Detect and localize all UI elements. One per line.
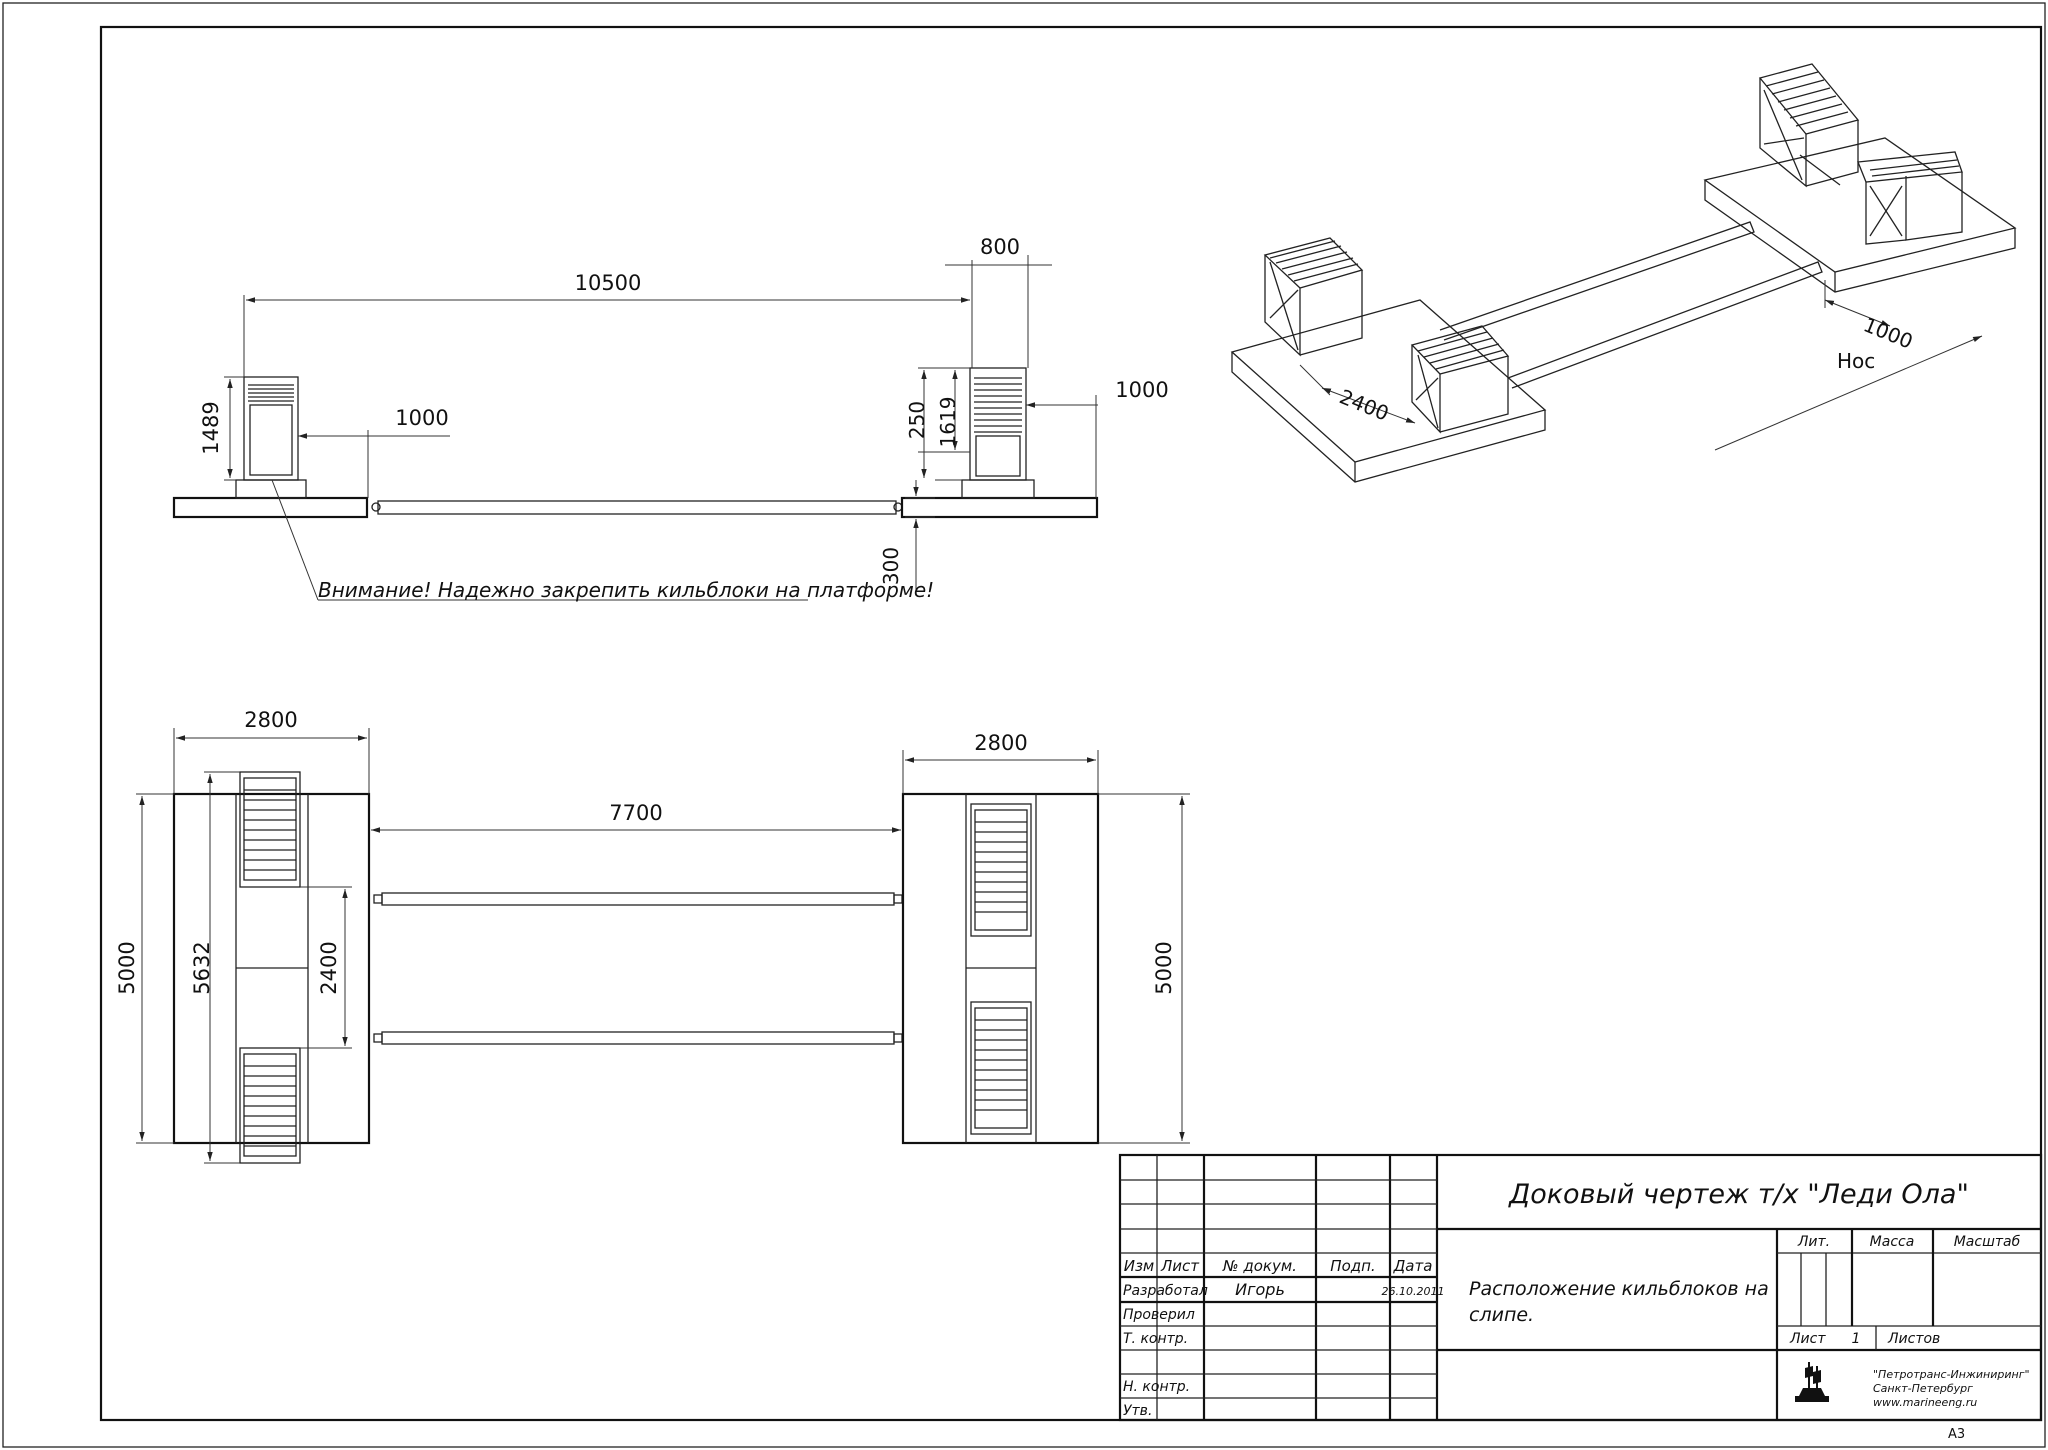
hdr-scale: Масштаб — [1954, 1234, 2021, 1250]
paper-format: А3 — [1948, 1427, 1965, 1442]
drawing-subtitle-line2: слипе. — [1469, 1304, 1534, 1326]
dim-block-span: 5632 — [190, 941, 214, 994]
right-top-block-plan — [970, 803, 1032, 937]
drawing-subtitle-line1: Расположение кильблоков на — [1469, 1278, 1769, 1300]
company-line3: www.marineeng.ru — [1873, 1396, 1977, 1409]
company-line2: Санкт-Петербург — [1873, 1382, 1973, 1395]
iso-dim-front: 1000 — [1860, 312, 1916, 353]
dim-left-width: 2800 — [244, 708, 297, 732]
sheet-label: Лист — [1789, 1331, 1826, 1347]
right-platform-plan — [901, 792, 1100, 1145]
role-n-control: Н. контр. — [1123, 1379, 1190, 1395]
sheets-label: Листов — [1887, 1331, 1940, 1347]
warning-note: Внимание! Надежно закрепить кильблоки на… — [318, 578, 934, 602]
role-t-control: Т. контр. — [1123, 1331, 1188, 1347]
side-beam — [377, 500, 897, 515]
dim-left-block-height: 1489 — [199, 401, 223, 454]
dim-left-gap: 1000 — [395, 406, 448, 430]
dim-right-height: 1619 — [936, 397, 960, 448]
plan-beam-bottom — [381, 1031, 895, 1045]
right-block-side — [969, 367, 1027, 481]
developer-date: 26.10.2011 — [1382, 1285, 1445, 1298]
role-approved: Утв. — [1123, 1403, 1152, 1419]
dim-beam-length: 7700 — [609, 801, 662, 825]
developer-name: Игорь — [1235, 1280, 1285, 1299]
title-block: Изм Лист № докум. Подп. Дата Разработал … — [1118, 1153, 2043, 1442]
role-developed: Разработал — [1123, 1283, 1208, 1299]
iso-left-platform — [1230, 299, 1547, 463]
dim-right-width: 2800 — [974, 731, 1027, 755]
iso-right-platform — [1703, 137, 2017, 273]
plan-view: 2800 2800 7700 5000 5632 2400 5000 — [115, 708, 1190, 1164]
note-leader — [271, 479, 319, 601]
dim-right-top: 250 — [905, 401, 929, 439]
dim-right-gap: 1000 — [1115, 378, 1168, 402]
right-bottom-block-plan — [970, 1001, 1032, 1135]
left-top-block-plan — [239, 771, 301, 888]
right-block-base — [961, 479, 1035, 499]
side-view: 10500 800 1489 1000 1000 250 1619 300 — [172, 235, 1169, 602]
iso-beam-1 — [1439, 221, 1755, 341]
drawing-title: Доковый чертеж т/х "Леди Ола" — [1508, 1179, 1969, 1210]
iso-view: 1000 Нос 2400 — [1230, 63, 2017, 483]
iso-dim-width: 2400 — [1336, 384, 1392, 425]
left-block-side — [243, 376, 299, 481]
hdr-sign: Подп. — [1330, 1257, 1375, 1275]
hdr-list: Лист — [1160, 1257, 1200, 1275]
right-platform-side — [900, 496, 1099, 519]
plan-beam-top — [381, 892, 895, 906]
dim-block-width: 800 — [980, 235, 1020, 259]
dim-total-length: 10500 — [575, 271, 642, 295]
drawing-frame — [99, 25, 2043, 1422]
left-bottom-block-plan — [239, 1047, 301, 1164]
hdr-izm: Изм — [1124, 1257, 1155, 1275]
dim-right-length: 5000 — [1152, 941, 1176, 994]
left-platform-plan — [172, 792, 371, 1145]
dim-left-length: 5000 — [115, 941, 139, 994]
hdr-date: Дата — [1393, 1257, 1433, 1275]
iso-left-block-front — [1410, 325, 1510, 375]
left-block-base — [235, 479, 307, 499]
role-checked: Проверил — [1123, 1307, 1195, 1323]
iso-bow-label: Нос — [1837, 349, 1875, 373]
iso-left-block-rear — [1263, 237, 1364, 289]
company-logo-icon — [1795, 1362, 1829, 1402]
hdr-mass: Масса — [1870, 1234, 1915, 1250]
left-platform-side — [172, 496, 369, 519]
company-line1: "Петротранс-Инжиниринг" — [1873, 1368, 2030, 1381]
sheet-number: 1 — [1852, 1331, 1861, 1347]
hdr-lit: Лит. — [1797, 1234, 1830, 1250]
dim-inner-span: 2400 — [317, 941, 341, 994]
dim-platform-height: 300 — [879, 547, 903, 585]
iso-beam-2 — [1507, 261, 1823, 389]
hdr-doc-no: № докум. — [1222, 1257, 1297, 1275]
